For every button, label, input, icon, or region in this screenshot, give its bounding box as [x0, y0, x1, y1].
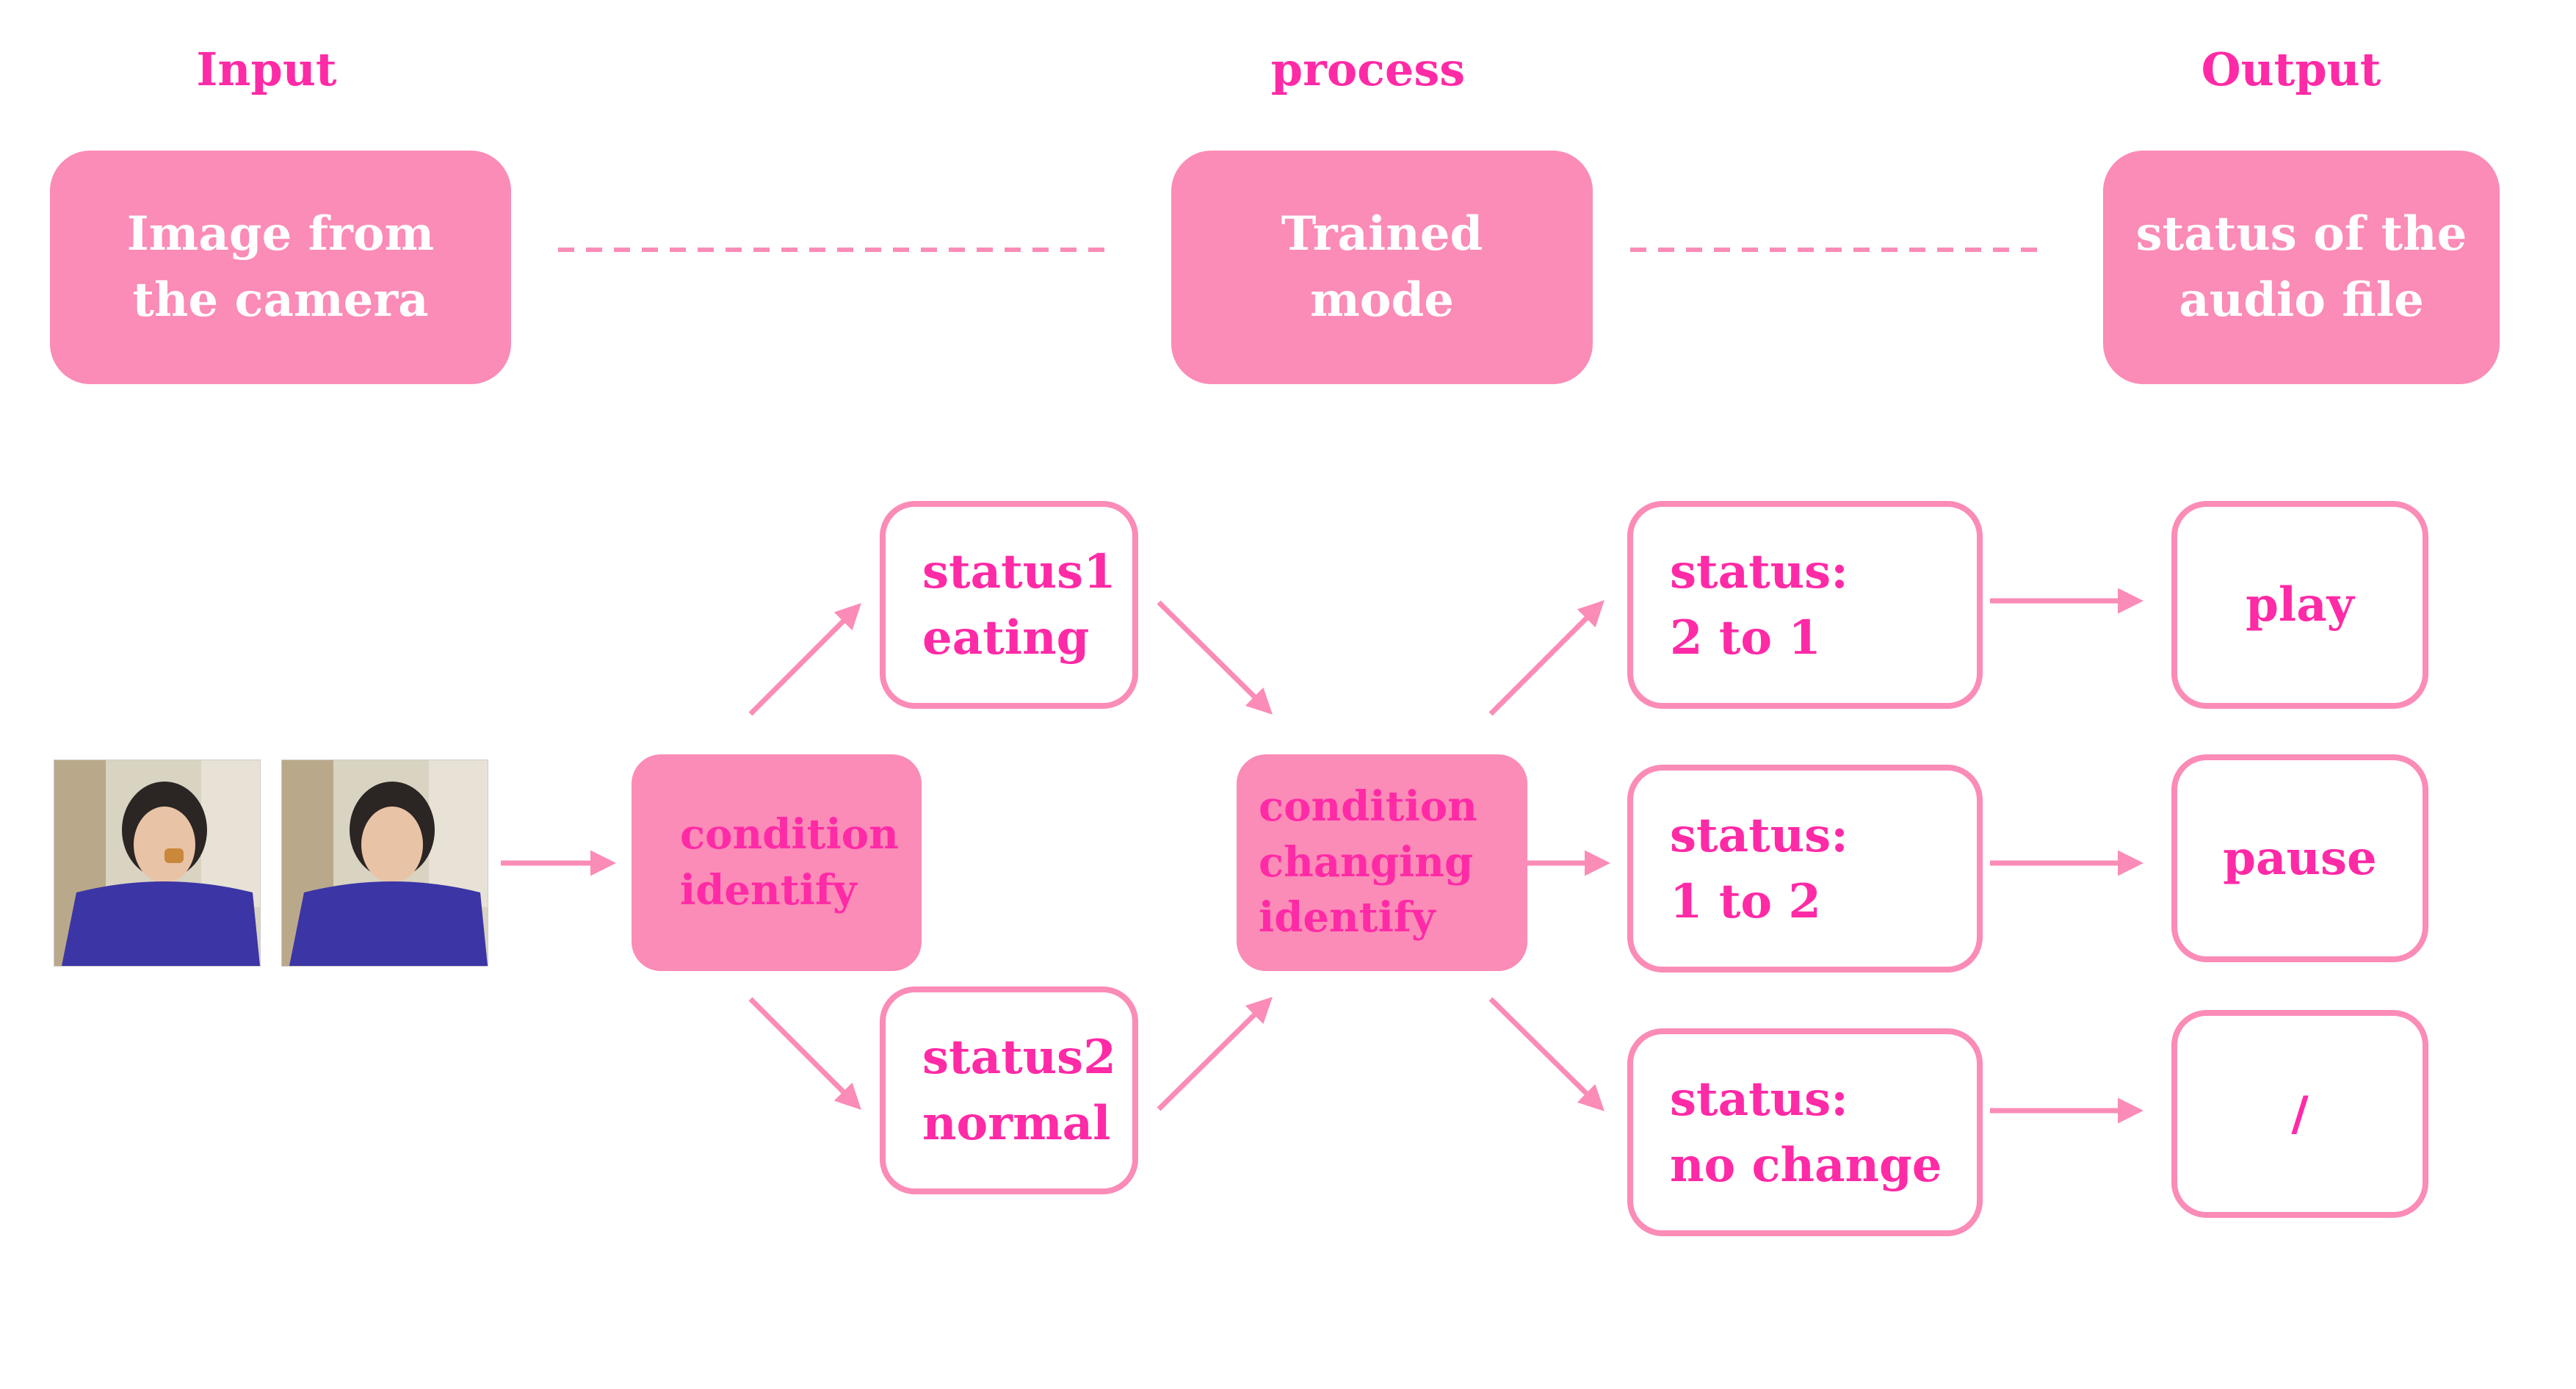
status-1to2-line-1: status: — [1670, 807, 1848, 863]
camera-photo-eating — [54, 760, 261, 967]
status-2to1-line-1: status: — [1670, 544, 1848, 599]
arrow-condition-to-status2 — [748, 997, 861, 1110]
output-play-label: play — [2246, 577, 2354, 632]
header-process: process — [1270, 43, 1466, 96]
status-2to1-box: status: 2 to 1 — [1627, 501, 1983, 709]
output-pause-box: pause — [2171, 754, 2428, 962]
condition-identify-line-1: condition — [680, 809, 899, 859]
input-box-line-1: Image from — [126, 206, 435, 262]
status-nochange-box: status: no change — [1627, 1028, 1983, 1236]
status1-line-1: status1 — [922, 544, 1116, 599]
status1-line-2: eating — [922, 610, 1090, 665]
status-nochange-line-1: status: — [1670, 1071, 1848, 1127]
output-box-line-2: audio file — [2179, 273, 2424, 328]
status-1to2-box: status: 1 to 2 — [1627, 765, 1983, 973]
process-box-line-1: Trained — [1281, 206, 1483, 262]
status2-line-2: normal — [922, 1095, 1111, 1151]
condition-changing-line-3: identify — [1259, 893, 1436, 942]
camera-photo-normal — [281, 760, 488, 967]
status-1to2-line-2: 1 to 2 — [1670, 873, 1821, 929]
arrow-status1-to-changing — [1157, 600, 1273, 715]
output-none-box: / — [2171, 1010, 2428, 1218]
input-box: Image from the camera — [50, 151, 511, 384]
arrow-changing-to-2to1 — [1488, 600, 1604, 716]
output-box: status of the audio file — [2103, 151, 2500, 384]
output-box-line-1: status of the — [2135, 206, 2467, 262]
arrow-condition-to-status1 — [748, 603, 861, 716]
process-box: Trained mode — [1171, 151, 1593, 384]
process-box-line-2: mode — [1310, 273, 1454, 328]
status2-box: status2 normal — [880, 986, 1138, 1194]
header-input: Input — [196, 43, 337, 96]
status2-line-1: status2 — [922, 1029, 1116, 1085]
input-box-line-2: the camera — [132, 273, 429, 328]
arrow-status2-to-changing — [1157, 997, 1273, 1111]
condition-changing-line-1: condition — [1259, 782, 1477, 831]
status-nochange-line-2: no change — [1670, 1137, 1942, 1193]
status-2to1-line-2: 2 to 1 — [1670, 610, 1821, 665]
status1-box: status1 eating — [880, 501, 1138, 709]
condition-identify-line-2: identify — [680, 865, 857, 914]
condition-changing-line-2: changing — [1259, 837, 1474, 887]
output-pause-label: pause — [2223, 830, 2377, 886]
header-output: Output — [2201, 43, 2381, 96]
output-none-label: / — [2291, 1086, 2309, 1141]
condition-identify-box: condition identify — [632, 754, 922, 971]
condition-changing-identify-box: condition changing identify — [1237, 754, 1527, 971]
arrow-changing-to-nochange — [1488, 997, 1604, 1111]
output-play-box: play — [2171, 501, 2428, 709]
